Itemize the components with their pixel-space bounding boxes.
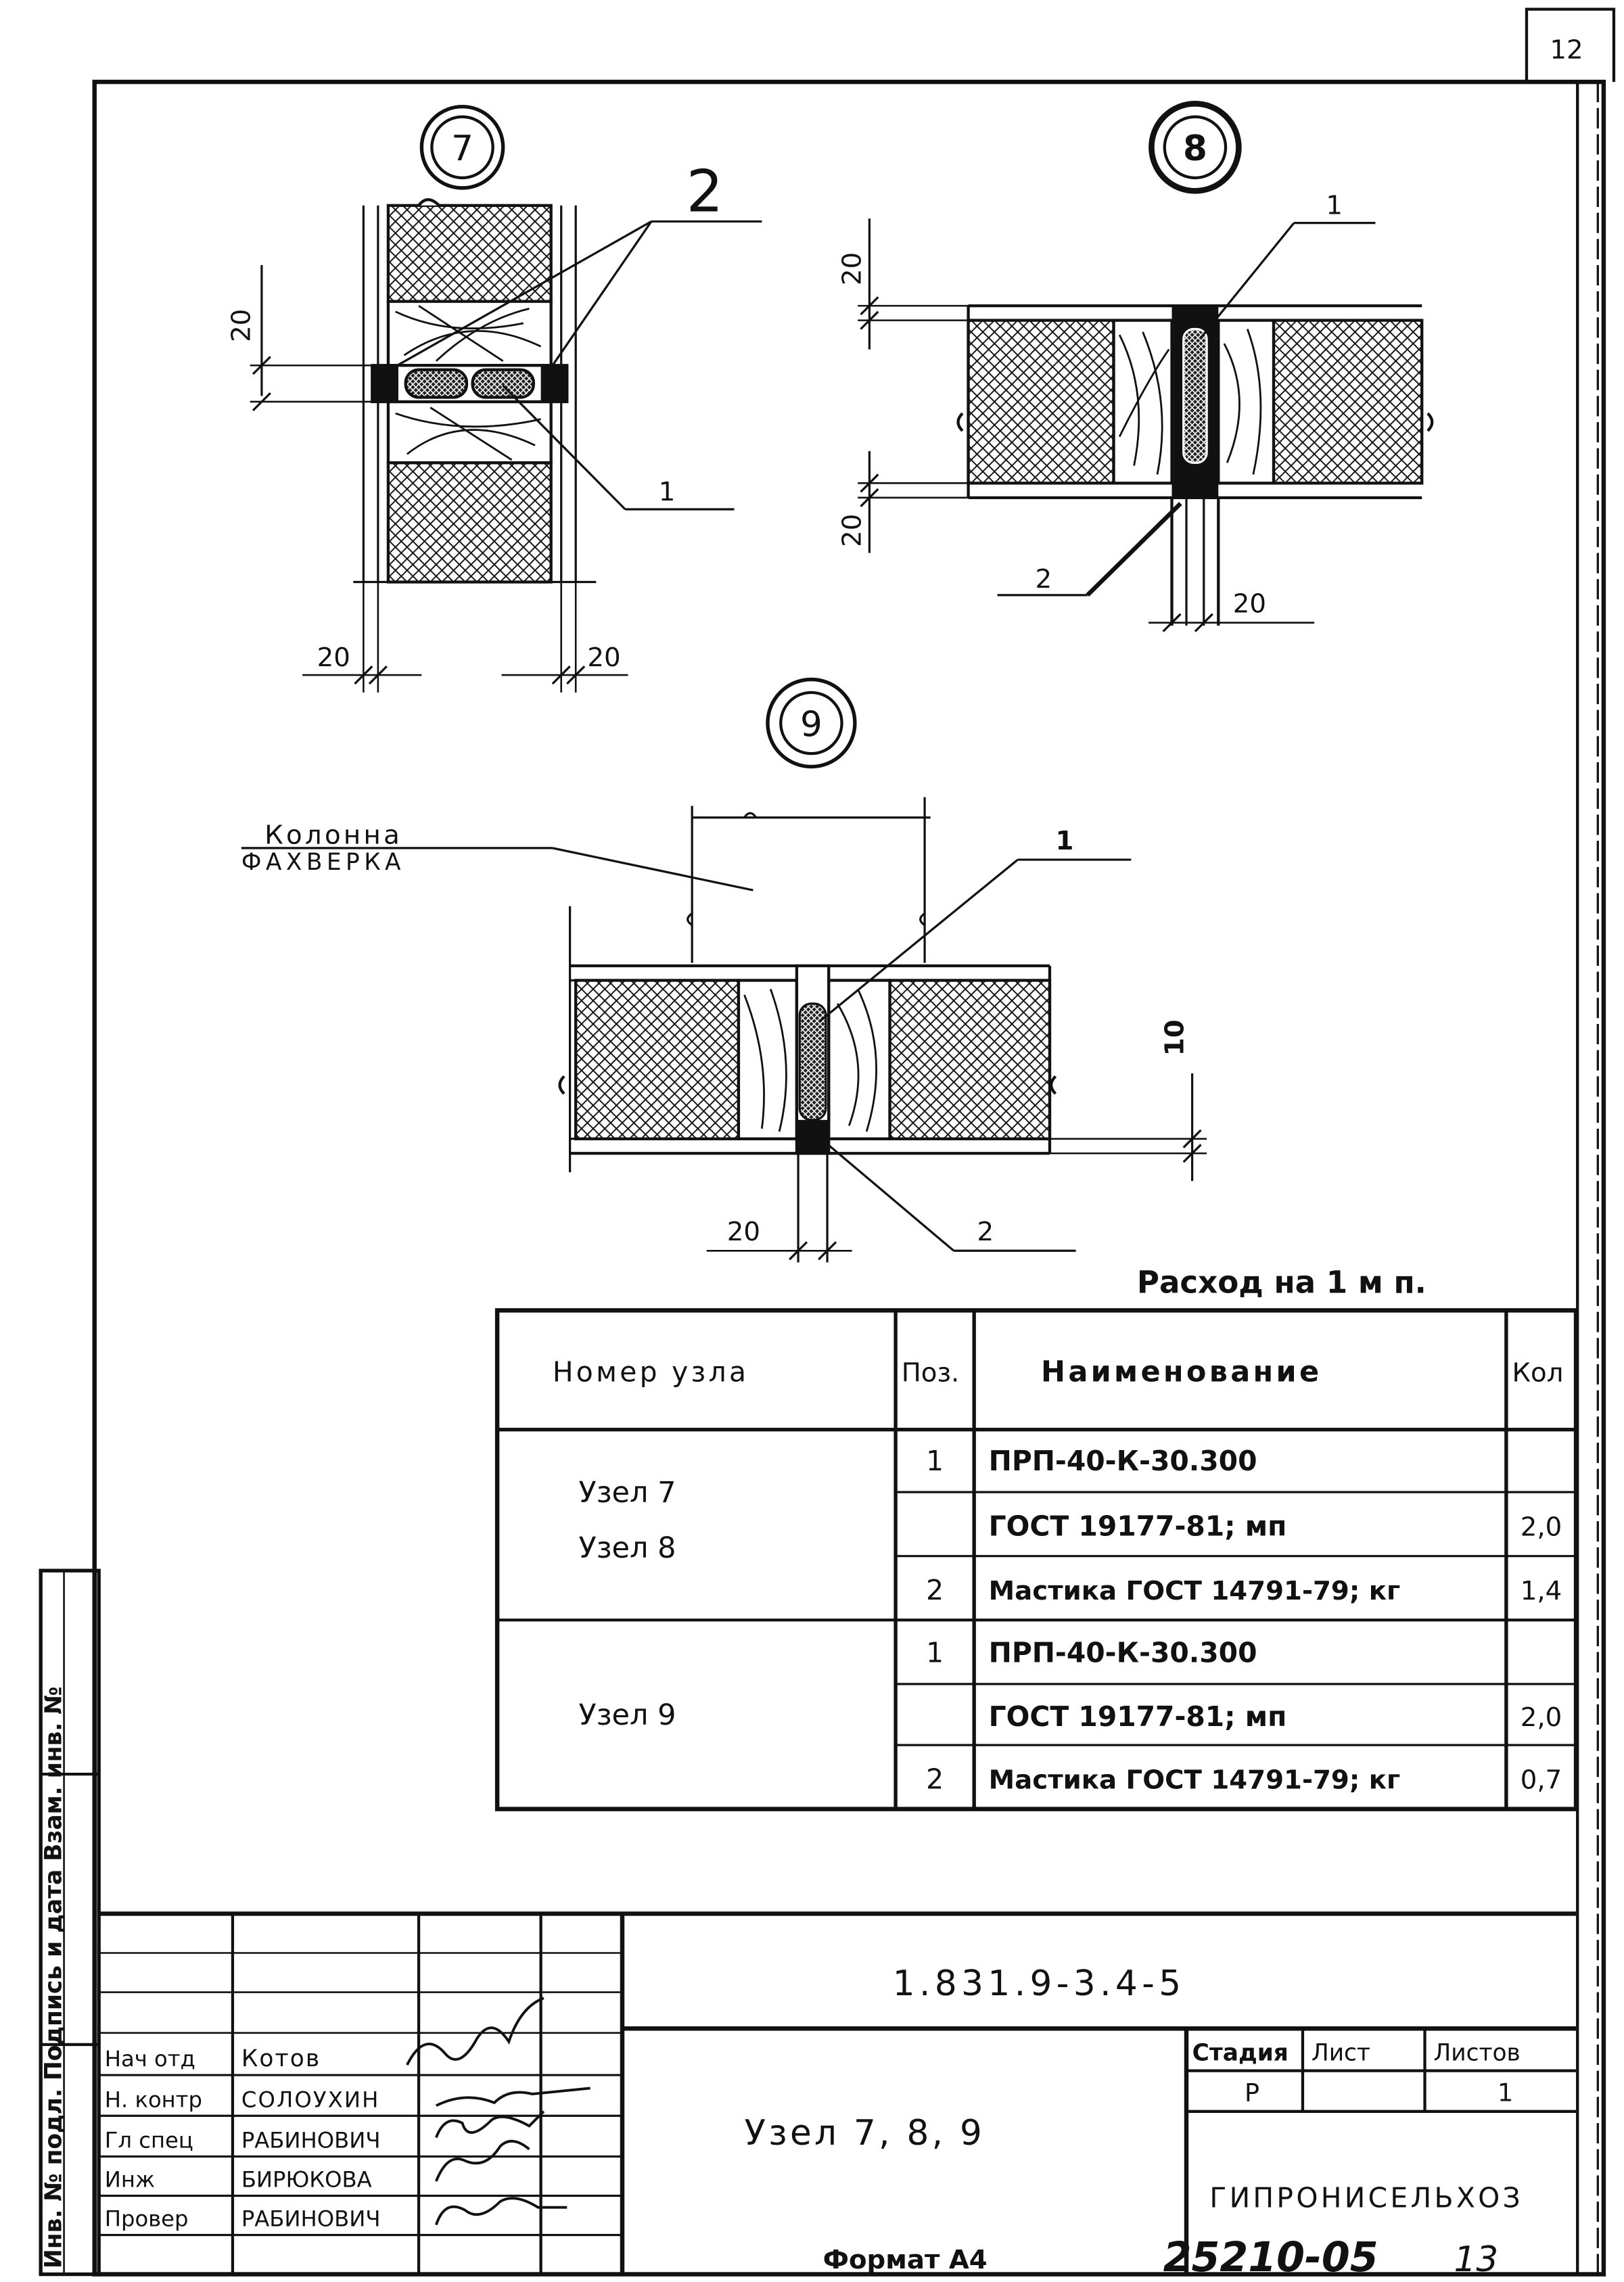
title-block [99,1911,1577,2275]
archive-sheet: 13 [1454,2239,1499,2280]
header-pos: Поз. [902,1358,960,1389]
side-stamp-text: Инв. № подл. Подпись и дата Взам. инв. № [40,1686,67,2268]
staff-role-3: Гл спец [105,2128,193,2153]
node-7-detail: 7 2 1 20 [227,104,762,693]
title-block-text: 1.831.9-3.4-5 Узел 7, 8, 9 ГИПРОНИСЕЛЬХО… [105,1963,1523,2232]
group1-node-a: Узел 7 [579,1476,676,1510]
sheet-header: Лист [1312,2040,1370,2067]
staff-name-2: Солоухин [241,2087,380,2112]
node-9-dim-bottom: 20 [727,1217,760,1247]
sheet-frame: 12 [92,7,1616,2277]
signatures [406,1997,590,2226]
staff-role-1: Нач отд [105,2046,195,2072]
node-7-dim-left: 20 [317,643,350,673]
node-7-pos-1: 1 [659,477,676,507]
sheets-header: Листов [1433,2040,1520,2067]
g1-r3-qty: 1,4 [1521,1576,1562,1606]
g2-r1-name: ПРП-40-К-30.300 [989,1637,1257,1669]
node-8-dim-bottom: 20 [837,514,868,547]
g2-r2-name: ГОСТ 19177-81; мп [989,1700,1287,1733]
header-name: Наименование [1041,1355,1322,1389]
node-9-pos-1: 1 [1056,826,1074,856]
node-7-dim-right: 20 [587,643,620,673]
node-8-pos-2: 2 [1035,564,1052,595]
format-label: Формат А4 [823,2245,988,2275]
stage-header: Стадия [1192,2040,1289,2067]
g2-r1-pos: 1 [926,1637,944,1669]
node-7-marker: 7 [451,129,473,169]
node-7-pos-2: 2 [687,158,724,225]
node-9-dim-right: 10 [1160,1019,1190,1056]
archive-number: 25210-05 [1163,2234,1378,2281]
node-9-pos-2: 2 [977,1217,994,1247]
staff-name-3: Рабинович [241,2128,381,2153]
g1-r2-name: ГОСТ 19177-81; мп [989,1510,1287,1543]
g2-r2-qty: 2,0 [1521,1702,1562,1733]
g2-r3-pos: 2 [926,1763,944,1796]
staff-role-4: Инж [105,2167,155,2193]
organization: ГИПРОНИСЕЛЬХОЗ [1209,2182,1523,2214]
staff-role-5: Провер [105,2206,189,2232]
staff-name-5: Рабинович [241,2206,381,2232]
node-9-marker: 9 [800,704,822,745]
spec-table-text: Номер узла Поз. Наименование Кол Узел 7 … [553,1355,1564,1796]
g2-r3-name: Мастика ГОСТ 14791-79; кг [989,1765,1401,1796]
header-qty: Кол [1512,1358,1563,1389]
group1-node-b: Узел 8 [579,1531,676,1565]
node-7-dim-vertical: 20 [227,309,257,342]
staff-name-1: Котов [241,2045,321,2072]
g2-r3-qty: 0,7 [1521,1765,1562,1796]
node-9-detail: 9 Колонна фахверка 1 [241,677,1207,1263]
sheet-corner-number: 12 [1550,35,1583,66]
staff-name-4: Бирюкова [241,2167,372,2193]
node-8-marker: 8 [1183,129,1207,169]
side-stamp: Инв. № подл. Подпись и дата Взам. инв. № [39,1568,101,2277]
sheets-value: 1 [1498,2078,1513,2108]
node-8-detail: 8 1 2 20 20 [837,101,1434,632]
consumption-note: Расход на 1 м п. [1137,1265,1426,1301]
node-8-dim-top: 20 [837,252,868,285]
g1-r2-qty: 2,0 [1521,1512,1562,1543]
staff-role-2: Н. контр [105,2087,202,2112]
header-node-no: Номер узла [553,1356,749,1389]
column-label-line2: фахверка [241,849,405,876]
g1-r1-pos: 1 [926,1445,944,1477]
node-8-pos-1: 1 [1326,191,1343,221]
sheet-title: Узел 7, 8, 9 [745,2113,985,2153]
g1-r3-pos: 2 [926,1574,944,1606]
g1-r1-name: ПРП-40-К-30.300 [989,1445,1257,1477]
group2-node-a: Узел 9 [579,1698,676,1732]
column-label-line1: Колонна [264,820,402,850]
stage-value: Р [1245,2078,1259,2108]
g1-r3-name: Мастика ГОСТ 14791-79; кг [989,1576,1401,1606]
document-code: 1.831.9-3.4-5 [893,1963,1186,2004]
spec-table [494,1308,1579,1811]
node-8-dim-joint: 20 [1233,589,1266,620]
